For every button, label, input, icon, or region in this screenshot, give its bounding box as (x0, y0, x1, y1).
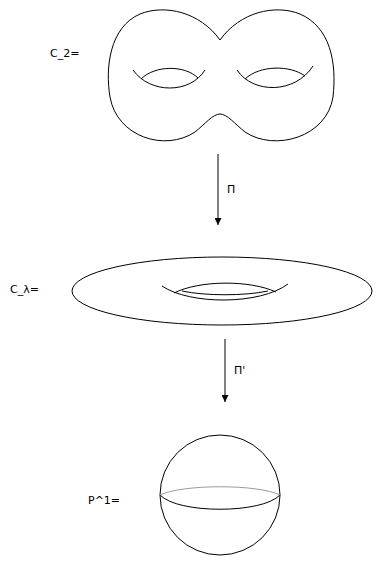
surface-label: C_λ= (10, 283, 39, 296)
surface-label: C_2= (50, 47, 79, 60)
surface-stroke (72, 257, 372, 325)
surface-stroke (182, 291, 268, 295)
surface-stroke (133, 70, 205, 88)
sphere: P^1= (158, 432, 282, 558)
map-arrow (225, 339, 226, 402)
surface-stroke (174, 283, 276, 293)
surface-stroke (160, 487, 280, 495)
torus-surface-outline (70, 255, 375, 327)
surface-stroke (160, 435, 280, 555)
genus-two-surface: C_2= (105, 2, 337, 152)
map-arrow (218, 154, 219, 225)
torus-surface: C_λ= (70, 255, 375, 327)
genus-two-surface-outline (105, 2, 337, 152)
surface-label: P^1= (88, 494, 120, 507)
sphere-outline (158, 432, 282, 558)
map-label: Π (225, 183, 237, 196)
surface-stroke (162, 284, 288, 300)
surface-stroke (245, 68, 305, 79)
surface-stroke (141, 68, 198, 79)
surface-stroke (237, 66, 313, 88)
surface-stroke (108, 10, 334, 141)
surface-stroke (160, 495, 280, 509)
map-label: Π' (232, 364, 247, 377)
